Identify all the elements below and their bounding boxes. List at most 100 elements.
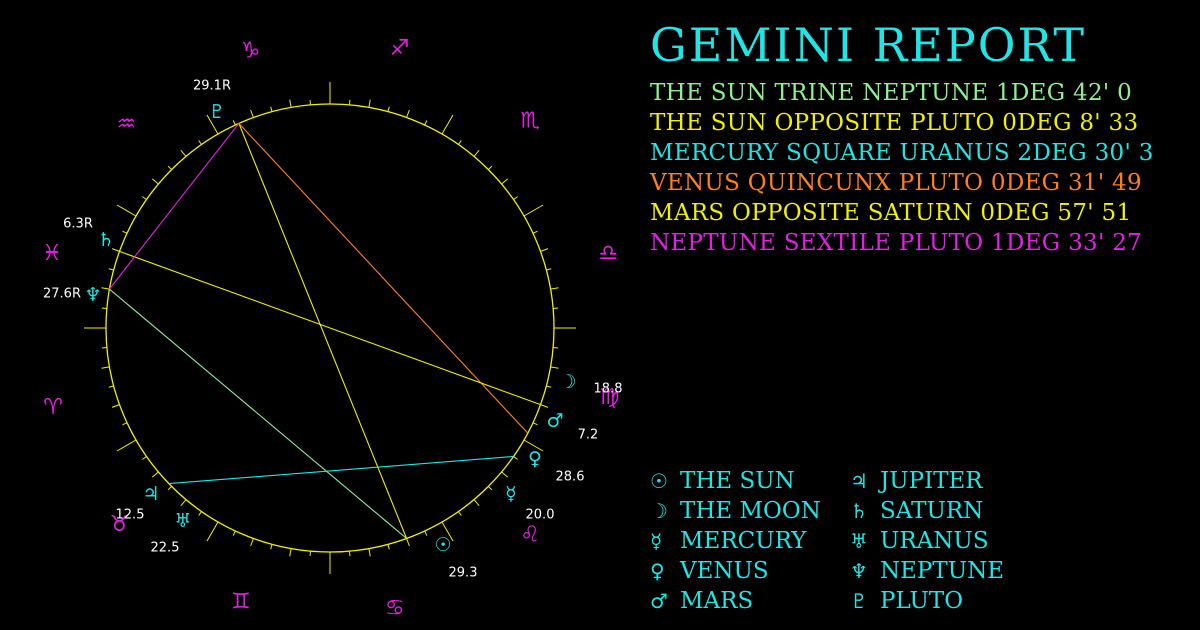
degree-tick — [151, 471, 159, 478]
capricorn-sign-icon: ♑ — [241, 39, 261, 64]
mars-symbol-icon: ♂ — [650, 589, 668, 613]
jupiter-degree-label: 12.5 — [116, 508, 145, 523]
aspect-line-venus-quincunx-pluto — [238, 122, 529, 434]
taurus-sign-icon: ♉ — [110, 512, 130, 537]
degree-tick — [501, 178, 509, 185]
neptune-symbol-icon: ♆ — [850, 559, 868, 583]
aries-sign-icon: ♈ — [43, 395, 63, 420]
venus-planet-icon: ♀ — [528, 448, 542, 470]
degree-tick — [513, 196, 518, 200]
degree-tick — [458, 140, 462, 145]
degree-tick — [270, 544, 273, 550]
degree-tick — [424, 120, 428, 126]
moon-planet-icon: ☽ — [559, 371, 576, 393]
degree-tick — [473, 499, 480, 507]
legend-item-pluto: ♇PLUTO — [850, 586, 963, 616]
sagittarius-sign-icon: ♐ — [390, 36, 410, 61]
legend-label: VENUS — [680, 558, 769, 584]
legend-item-neptune: ♆ NEPTUNE — [850, 556, 1004, 586]
degree-tick — [546, 385, 552, 388]
degree-tick — [441, 114, 454, 135]
degree-tick — [441, 521, 454, 542]
degree-tick — [111, 248, 120, 252]
degree-tick — [387, 544, 390, 550]
degree-tick — [108, 385, 114, 388]
neptune-planet-icon: ♆ — [84, 284, 101, 306]
degree-tick — [206, 114, 219, 135]
aspect-line-mercury-square-uranus — [168, 455, 514, 485]
sun-planet-icon: ☉ — [434, 534, 451, 556]
the-sun-symbol-icon: ☉ — [650, 469, 668, 493]
legend-item-the-sun: ☉THE SUN — [650, 466, 795, 496]
degree-tick — [550, 287, 559, 290]
degree-tick — [142, 456, 147, 460]
degree-tick — [488, 486, 493, 491]
legend-item-mercury: ☿MERCURY — [650, 526, 806, 556]
legend-item-jupiter: ♃JUPITER — [850, 466, 983, 496]
aspect-text: MERCURY SQUARE URANUS 2DEG 30' 3 — [650, 140, 1154, 166]
cancer-sign-icon: ♋ — [385, 596, 405, 621]
mars-degree-label: 7.2 — [578, 428, 599, 443]
mars-planet-icon: ♂ — [546, 410, 563, 432]
legend-item-the-moon: ☽THE MOON — [650, 496, 821, 526]
sun-degree-label: 29.3 — [449, 566, 478, 581]
degree-tick — [122, 422, 128, 426]
degree-tick — [116, 439, 137, 452]
degree-tick — [540, 248, 549, 252]
pluto-degree-label: 29.1R — [193, 79, 231, 94]
degree-tick — [368, 548, 371, 557]
the-moon-symbol-icon: ☽ — [650, 499, 668, 523]
moon-degree-label: 18.8 — [594, 382, 623, 397]
degree-tick — [368, 99, 371, 108]
aspect-text: THE SUN TRINE NEPTUNE 1DEG 42' 0 — [650, 80, 1133, 106]
virgo-sign-icon: ♍ — [600, 385, 620, 410]
degree-tick — [289, 548, 292, 557]
aspect-text: VENUS QUINCUNX PLUTO 0DEG 31' 49 — [650, 170, 1142, 196]
degree-tick — [289, 99, 292, 108]
aspect-text: MARS OPPOSITE SATURN 0DEG 57' 51 — [650, 200, 1132, 226]
degree-tick — [198, 140, 202, 145]
aquarius-sign-icon: ♒ — [116, 112, 136, 137]
degree-tick — [232, 530, 236, 536]
jupiter-planet-icon: ♃ — [142, 483, 159, 505]
aspect-line-sun-opposite-pluto — [238, 123, 408, 539]
degree-tick — [151, 178, 159, 185]
mercury-degree-label: 20.0 — [526, 508, 555, 523]
legend-item-saturn: ♄ SATURN — [850, 496, 983, 526]
gemini-sign-icon: ♊ — [231, 589, 251, 614]
legend-label: SATURN — [880, 498, 984, 524]
aspect-text: NEPTUNE SEXTILE PLUTO 1DEG 33' 27 — [650, 230, 1143, 256]
degree-tick — [206, 521, 219, 542]
degree-tick — [540, 404, 549, 408]
degree-tick — [501, 471, 509, 478]
degree-tick — [180, 149, 187, 157]
saturn-symbol-icon: ♄ — [850, 499, 868, 523]
uranus-planet-icon: ♅ — [174, 510, 191, 532]
degree-tick — [180, 499, 187, 507]
uranus-degree-label: 22.5 — [151, 541, 180, 556]
degree-tick — [111, 404, 120, 408]
degree-tick — [142, 196, 147, 200]
scorpio-sign-icon: ♏ — [520, 108, 540, 133]
degree-tick — [458, 511, 462, 516]
degree-tick — [101, 287, 110, 290]
leo-sign-icon: ♌ — [520, 523, 540, 548]
aspect-wheel-chart: ♈♉♊♋♌♍♎♏♐♑♒♓☉29.3☽18.8☿20.0♀28.6♂7.2♃12.… — [42, 36, 623, 621]
legend-label: NEPTUNE — [880, 558, 1005, 584]
degree-tick — [167, 486, 172, 491]
pisces-sign-icon: ♓ — [42, 241, 62, 266]
degree-tick — [232, 120, 236, 126]
saturn-degree-label: 6.3R — [63, 217, 93, 232]
degree-tick — [513, 456, 518, 460]
venus-degree-label: 28.6 — [556, 470, 585, 485]
degree-tick — [532, 230, 538, 234]
legend-label: PLUTO — [880, 588, 964, 614]
saturn-planet-icon: ♄ — [97, 229, 114, 251]
aspect-text: THE SUN OPPOSITE PLUTO 0DEG 8' 33 — [650, 110, 1139, 136]
jupiter-symbol-icon: ♃ — [850, 469, 868, 493]
degree-tick — [122, 230, 128, 234]
libra-sign-icon: ♎ — [598, 241, 618, 266]
degree-tick — [198, 511, 202, 516]
degree-tick — [108, 268, 114, 271]
venus-symbol-icon: ♀ — [650, 559, 665, 583]
